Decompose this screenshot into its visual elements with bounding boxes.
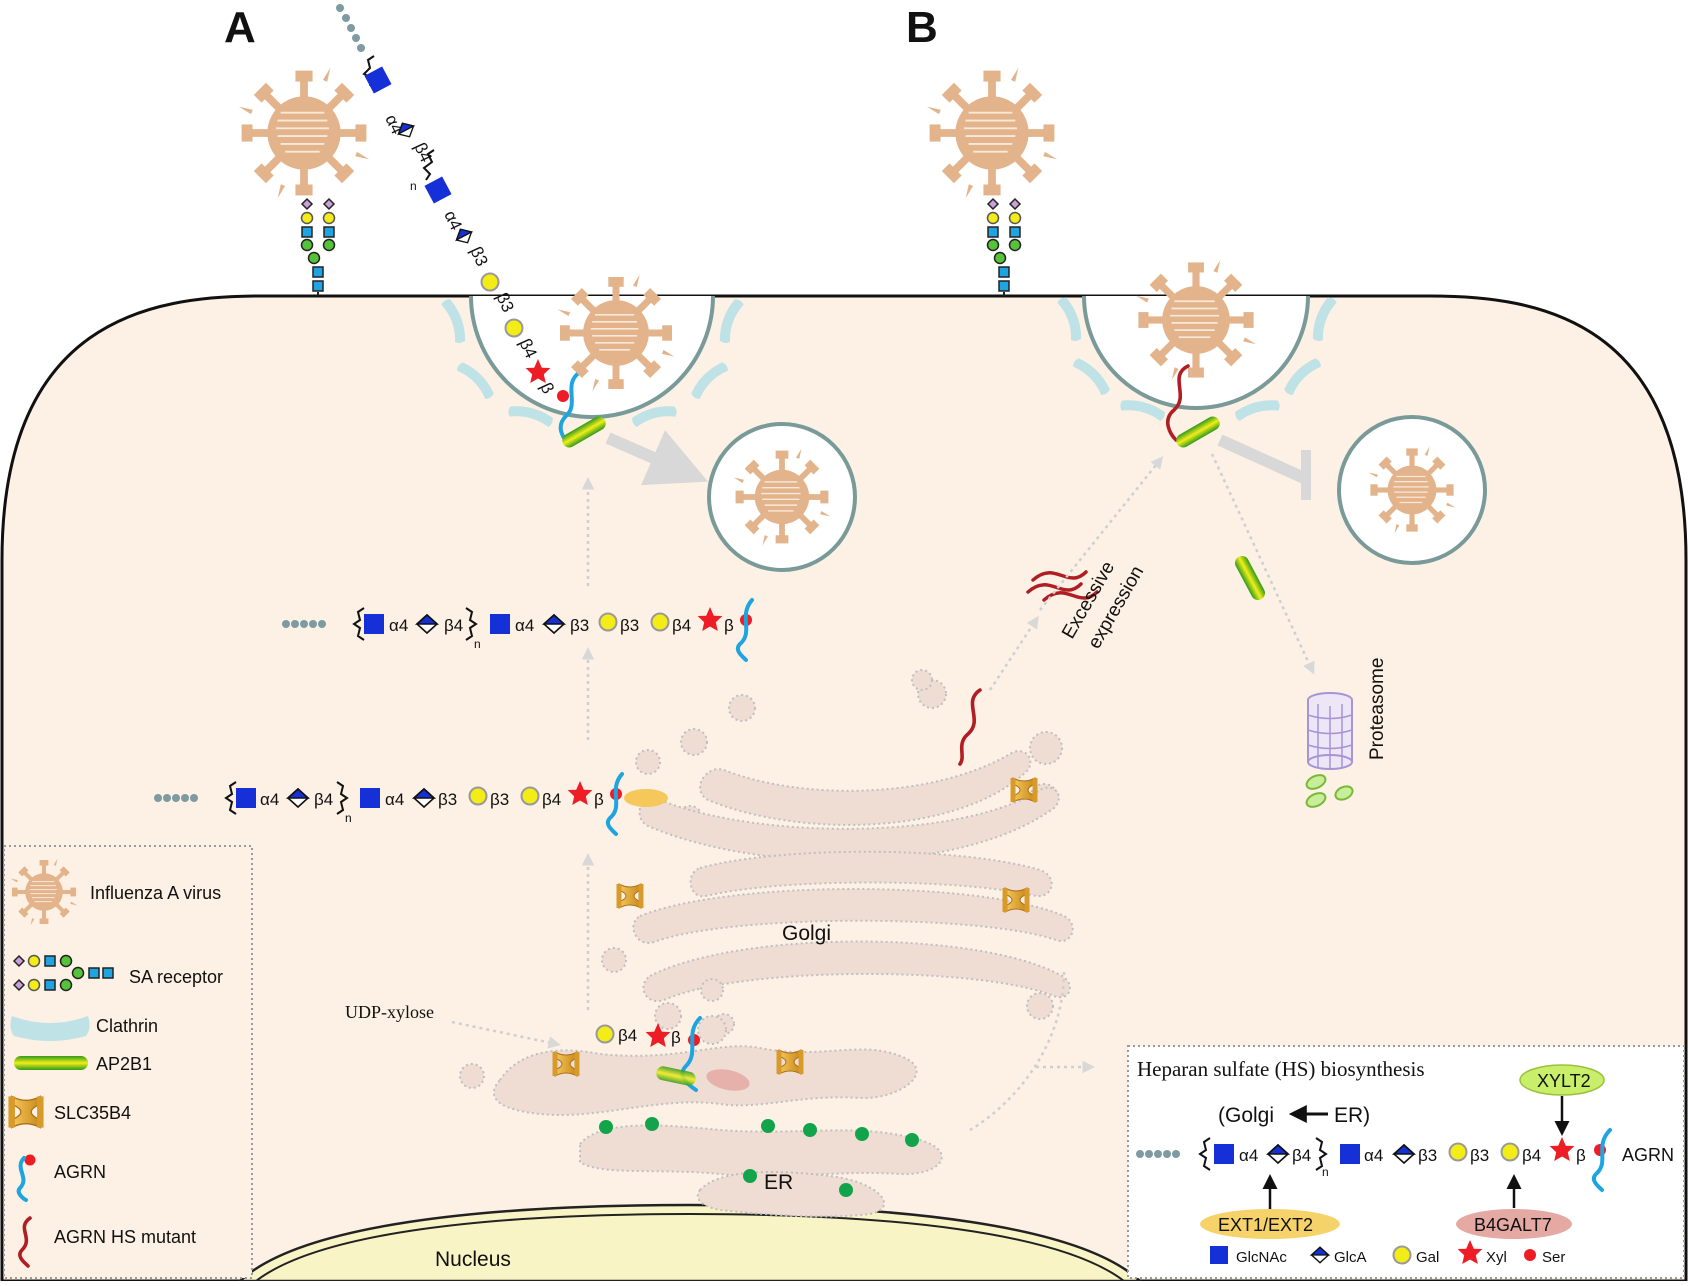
svg-text:β4: β4	[542, 790, 561, 809]
ext-badge: EXT1/EXT2	[1200, 1209, 1340, 1239]
svg-text:Clathrin: Clathrin	[96, 1016, 158, 1036]
sa-receptor-a	[300, 198, 336, 297]
svg-text:AP2B1: AP2B1	[96, 1054, 152, 1074]
hs-box-agrn-label: AGRN	[1622, 1145, 1674, 1165]
hs-box-chain: α4 β4 n α4 β3 β3 β4 β AGRN	[1136, 1128, 1674, 1192]
svg-text:Xyl: Xyl	[1486, 1249, 1507, 1266]
svg-text:β4: β4	[1292, 1146, 1311, 1165]
svg-text:n: n	[1322, 1165, 1329, 1179]
agrn-in-pit-a	[558, 370, 582, 446]
svg-text:β4: β4	[618, 1026, 637, 1045]
svg-text:n: n	[410, 179, 417, 193]
svg-text:β3: β3	[1418, 1146, 1437, 1165]
proteasome: Proteasome	[1305, 658, 1388, 808]
svg-text:β3: β3	[490, 790, 509, 809]
hs-biosynthesis-box: Heparan sulfate (HS) biosynthesis (Golgi…	[1127, 1045, 1685, 1279]
svg-text:EXT1/EXT2: EXT1/EXT2	[1218, 1215, 1313, 1235]
svg-text:n: n	[474, 637, 481, 651]
virus-outside-a	[237, 66, 371, 200]
sa-receptor-icon	[12, 954, 114, 992]
ap2b1-icon	[14, 1056, 88, 1070]
svg-text:α4: α4	[1239, 1146, 1258, 1165]
svg-text:β: β	[724, 616, 734, 635]
svg-text:n: n	[345, 811, 352, 825]
udp-xylose-label: UDP-xylose	[345, 1002, 434, 1022]
svg-text:AGRN: AGRN	[54, 1162, 106, 1182]
endosome-b	[1337, 415, 1487, 565]
inhibit-arrow-b	[1217, 434, 1311, 500]
svg-text:β: β	[1576, 1146, 1586, 1165]
er-ribosomes	[599, 1117, 919, 1197]
agrn-mutant-golgi	[958, 688, 982, 766]
svg-text:α4: α4	[1364, 1146, 1383, 1165]
membrane-chain: α4 β4 n α4 β3 β3 β4 β	[282, 598, 754, 662]
proteasome-label: Proteasome	[1367, 658, 1388, 760]
panel-label-a: A	[224, 3, 256, 52]
svg-text:β3: β3	[570, 616, 589, 635]
svg-text:α4: α4	[385, 790, 404, 809]
svg-text:ER): ER)	[1334, 1104, 1370, 1127]
svg-text:α4: α4	[515, 616, 534, 635]
agrn-icon	[16, 1154, 36, 1202]
svg-text:GlcNAc: GlcNAc	[1236, 1249, 1287, 1266]
svg-text:β4: β4	[314, 790, 333, 809]
svg-text:β4: β4	[1522, 1146, 1541, 1165]
svg-text:β3: β3	[1470, 1146, 1489, 1165]
svg-text:SLC35B4: SLC35B4	[54, 1103, 131, 1123]
er-label: ER	[764, 1171, 793, 1194]
svg-text:Ser: Ser	[1542, 1249, 1565, 1266]
svg-text:β4: β4	[672, 616, 691, 635]
nucleus-label: Nucleus	[435, 1248, 511, 1271]
agrn-hs-mutant-icon	[18, 1216, 32, 1268]
svg-text:α4: α4	[389, 616, 408, 635]
xylt2-badge: XYLT2	[1519, 1064, 1605, 1096]
svg-text:β4: β4	[444, 616, 463, 635]
arrow-to-endosome-a	[605, 430, 709, 486]
cell-cytoplasm	[0, 294, 1688, 1283]
svg-text:(Golgi: (Golgi	[1218, 1104, 1274, 1127]
golgi-chain: α4 β4 n α4 β3 β3 β4 β	[154, 772, 668, 836]
hs-key: GlcNAc GlcA Gal Xyl Ser	[1210, 1240, 1565, 1266]
svg-text:β3: β3	[466, 244, 491, 269]
svg-text:α4: α4	[260, 790, 279, 809]
b4galt7-badge: B4GALT7	[1456, 1209, 1572, 1239]
er	[459, 1015, 943, 1218]
svg-text:AGRN HS mutant: AGRN HS mutant	[54, 1227, 196, 1247]
svg-text:SA receptor: SA receptor	[129, 967, 223, 987]
svg-text:GlcA: GlcA	[1334, 1249, 1367, 1266]
legend: Influenza A virus SA receptor Clathrin A…	[3, 845, 253, 1279]
er-chain: β4 β	[595, 1016, 750, 1092]
clathrin-icon	[10, 1016, 90, 1041]
agrn-mutant-in-pit-b	[1165, 364, 1190, 442]
panel-label-b: B	[906, 3, 938, 52]
svg-text:β3: β3	[438, 790, 457, 809]
svg-text:β: β	[671, 1028, 681, 1047]
nucleus: Nucleus	[236, 1203, 1144, 1283]
svg-text:β: β	[594, 790, 604, 809]
svg-text:Gal: Gal	[1416, 1249, 1439, 1266]
hs-box-title: Heparan sulfate (HS) biosynthesis	[1137, 1057, 1425, 1081]
golgi-label: Golgi	[782, 922, 831, 945]
svg-text:Influenza A virus: Influenza A virus	[90, 883, 221, 903]
golgi	[601, 669, 1074, 1035]
svg-text:B4GALT7: B4GALT7	[1474, 1215, 1552, 1235]
svg-text:β3: β3	[620, 616, 639, 635]
virus-outside-b	[925, 66, 1059, 200]
endosome-a	[707, 422, 857, 572]
svg-text:XYLT2: XYLT2	[1537, 1071, 1591, 1091]
sa-receptor-b	[986, 198, 1022, 297]
